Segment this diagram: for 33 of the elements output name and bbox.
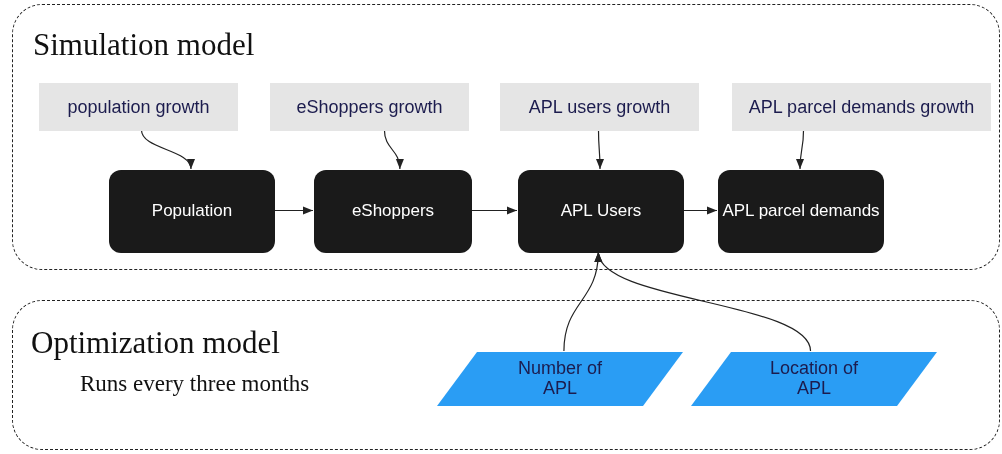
node-label: eShoppers [351,201,435,222]
stock-box [718,170,884,253]
panel-title: Simulation model [33,27,255,63]
panel-subtitle: Runs every three months [80,371,310,397]
input-parallelogram [437,352,683,406]
arrow [595,129,604,170]
stock-box [314,170,472,253]
arrow [470,206,518,215]
node-label: APL parcel demands [722,201,880,222]
node-label: Location of APL [768,359,860,399]
parameter-box [732,83,991,131]
node-label: population growth [67,96,210,118]
arrow [273,206,314,215]
arrow [140,129,193,170]
stock-box [518,170,684,253]
parameter-box [39,83,238,131]
simulation-panel [12,4,1000,270]
node-label: APL Users [560,201,642,222]
parameter-box [500,83,699,131]
arrow [383,129,404,170]
stock-box [109,170,275,253]
parameter-box [270,83,469,131]
optimization-panel [12,300,1000,450]
panel-title: Optimization model [31,325,280,361]
input-parallelogram [691,352,937,406]
arrow [682,206,718,215]
node-label: eShoppers growth [296,96,443,118]
arrow [597,251,812,352]
node-label: Number of APL [516,359,603,399]
node-label: APL users growth [528,96,671,118]
node-label: APL parcel demands growth [748,96,975,118]
arrow [796,129,805,170]
node-label: Population [151,201,233,222]
